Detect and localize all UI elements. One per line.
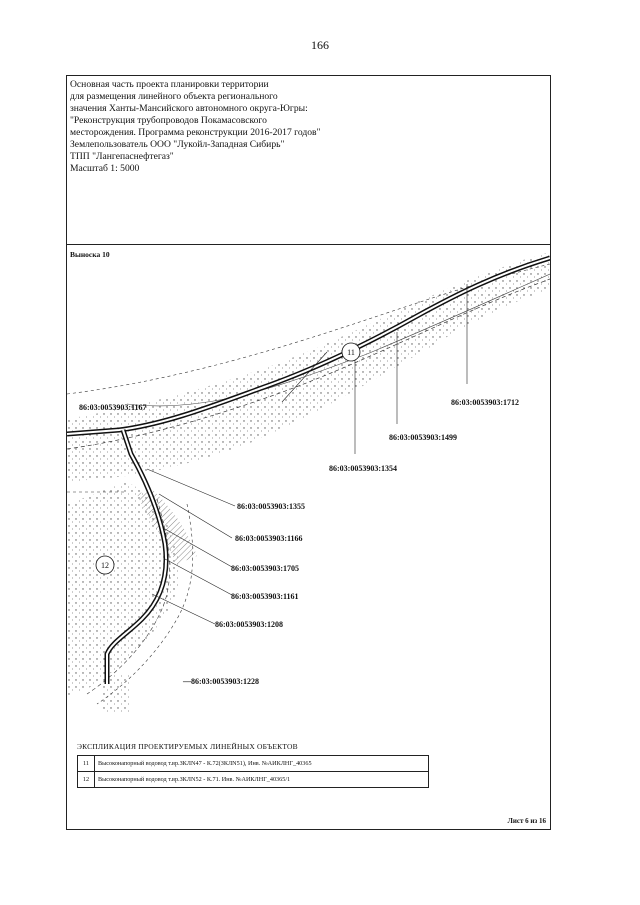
contour-line (86, 498, 170, 695)
callout-title: Выноска 10 (70, 250, 110, 259)
legend-row-number: 12 (77, 771, 95, 788)
header-line: для размещения линейного объекта региона… (70, 91, 278, 102)
header-line: "Реконструкция трубопроводов Покамасовск… (70, 115, 267, 126)
legend-row-number: 11 (77, 755, 95, 772)
parcel-label: 86:03:0053903:1712 (451, 398, 519, 407)
header-line: Основная часть проекта планировки террит… (70, 79, 269, 90)
object-marker-12 (95, 555, 115, 575)
legend-row: 11 Высоконапорный водовод т.вр.ЗКЛN47 - … (77, 755, 429, 772)
site-plan-map: 11 12 86:03:0053903:1167 86:03:0053903:1… (67, 252, 550, 714)
legend-row-text: Высоконапорный водовод т.вр.ЗКЛN52 - К.7… (94, 771, 429, 788)
header-line: Масштаб 1: 5000 (70, 163, 140, 174)
terrain-band-right (137, 489, 197, 564)
object-label-11: 11 (347, 348, 355, 357)
page-number: 166 (311, 38, 329, 52)
header-block: Основная часть проекта планировки террит… (67, 76, 550, 245)
parcel-label: 86:03:0053903:1208 (215, 620, 283, 629)
header-line: Землепользователь ООО "Лукойл-Западная С… (70, 139, 285, 150)
parcel-label: 86:03:0053903:1167 (79, 403, 147, 412)
parcel-label: 86:03:0053903:1705 (231, 564, 299, 573)
contour-line (126, 273, 550, 407)
object-label-12: 12 (101, 561, 109, 570)
header-line: месторождения. Программа реконструкции 2… (70, 127, 321, 138)
legend-title: ЭКСПЛИКАЦИЯ ПРОЕКТИРУЕМЫХ ЛИНЕЙНЫХ ОБЪЕК… (77, 742, 298, 751)
parcel-label: 86:03:0053903:1499 (389, 433, 457, 442)
parcel-label: 86:03:0053903:1355 (237, 502, 305, 511)
contour-line (96, 503, 194, 705)
drawing-frame: Основная часть проекта планировки террит… (66, 75, 551, 830)
sheet-label: Лист 6 из 16 (507, 817, 546, 825)
legend-table: 11 Высоконапорный водовод т.вр.ЗКЛN47 - … (77, 755, 429, 788)
parcel-label: 86:03:0053903:1161 (231, 592, 299, 601)
parcel-label: —86:03:0053903:1228 (182, 677, 259, 686)
contour-line (67, 278, 550, 450)
header-line: значения Ханты-Мансийского автономного о… (70, 103, 308, 114)
terrain-band-lower (67, 482, 181, 696)
legend-row-text: Высоконапорный водовод т.вр.ЗКЛN47 - К.7… (94, 755, 429, 772)
object-marker-11 (341, 342, 361, 362)
header-lines: Основная часть проекта планировки террит… (70, 79, 321, 175)
parcel-label: 86:03:0053903:1354 (329, 464, 397, 473)
parcel-label: 86:03:0053903:1166 (235, 534, 303, 543)
legend-row: 12 Высоконапорный водовод т.вр.ЗКЛN52 - … (77, 771, 429, 788)
header-line: ТПП "Лангепаснефтегаз" (70, 151, 174, 162)
